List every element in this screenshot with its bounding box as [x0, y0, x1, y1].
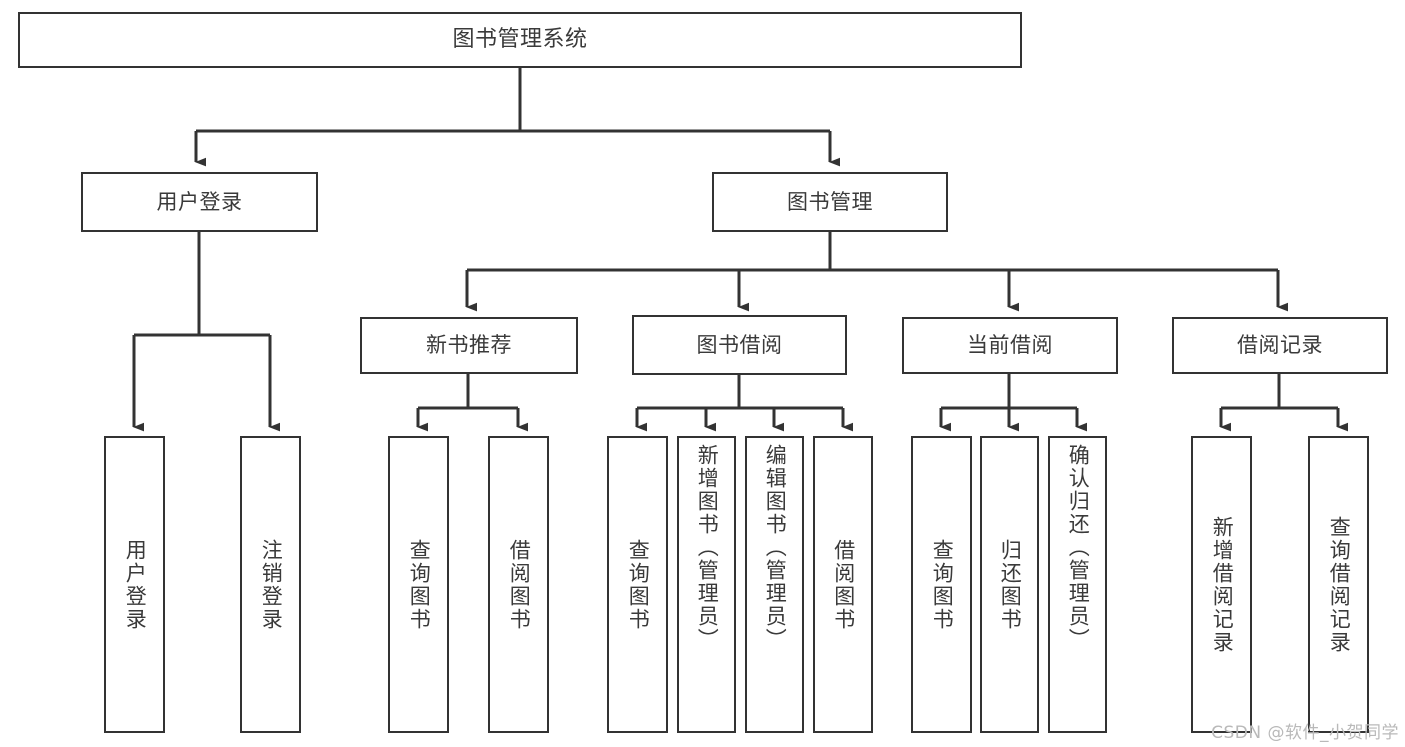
node-book-manage[interactable]: 图书管理: [712, 172, 948, 232]
node-label: 图书管理系统: [452, 27, 588, 53]
node-label: 编辑图书（管理员）: [763, 444, 788, 651]
leaf-record-add-record[interactable]: 新增借阅记录: [1191, 436, 1252, 733]
node-root-system[interactable]: 图书管理系统: [18, 12, 1022, 68]
node-label: 查询借阅记录: [1327, 515, 1352, 654]
leaf-user-login-logout[interactable]: 注销登录: [240, 436, 301, 733]
node-label: 借阅记录: [1237, 333, 1323, 358]
node-label: 借阅图书: [507, 538, 532, 631]
node-new-book-recommend[interactable]: 新书推荐: [360, 317, 578, 374]
node-label: 查询图书: [930, 538, 955, 631]
node-label: 图书管理: [787, 189, 873, 214]
node-label: 新增图书（管理员）: [695, 444, 720, 651]
leaf-recommend-borrow-book[interactable]: 借阅图书: [488, 436, 549, 733]
node-label: 当前借阅: [967, 333, 1053, 358]
csdn-watermark: CSDN @软件_小贺同学: [1211, 723, 1399, 743]
node-label: 图书借阅: [696, 332, 783, 357]
node-label: 注销登录: [259, 538, 284, 631]
node-label: 新增借阅记录: [1210, 515, 1235, 654]
node-label: 确认归还（管理员）: [1066, 444, 1091, 651]
node-label: 用户登录: [123, 538, 148, 631]
leaf-user-login-login[interactable]: 用户登录: [104, 436, 165, 733]
leaf-record-query-record[interactable]: 查询借阅记录: [1308, 436, 1369, 733]
leaf-recommend-query-book[interactable]: 查询图书: [388, 436, 449, 733]
node-current-borrow[interactable]: 当前借阅: [902, 317, 1118, 374]
leaf-current-confirm-return-admin[interactable]: 确认归还（管理员）: [1048, 436, 1107, 733]
leaf-borrow-query-book[interactable]: 查询图书: [607, 436, 668, 733]
node-label: 用户登录: [156, 189, 243, 214]
leaf-current-return-book[interactable]: 归还图书: [980, 436, 1039, 733]
leaf-borrow-add-book-admin[interactable]: 新增图书（管理员）: [677, 436, 736, 733]
leaf-current-query-book[interactable]: 查询图书: [911, 436, 972, 733]
node-label: 归还图书: [998, 538, 1023, 631]
leaf-borrow-borrow-book[interactable]: 借阅图书: [813, 436, 873, 733]
node-label: 借阅图书: [831, 538, 856, 631]
node-user-login[interactable]: 用户登录: [81, 172, 318, 232]
node-label: 新书推荐: [426, 333, 512, 358]
leaf-borrow-edit-book-admin[interactable]: 编辑图书（管理员）: [745, 436, 804, 733]
node-label: 查询图书: [626, 538, 651, 631]
node-borrow-record[interactable]: 借阅记录: [1172, 317, 1388, 374]
node-label: 查询图书: [407, 538, 432, 631]
node-book-borrow[interactable]: 图书借阅: [632, 315, 847, 375]
